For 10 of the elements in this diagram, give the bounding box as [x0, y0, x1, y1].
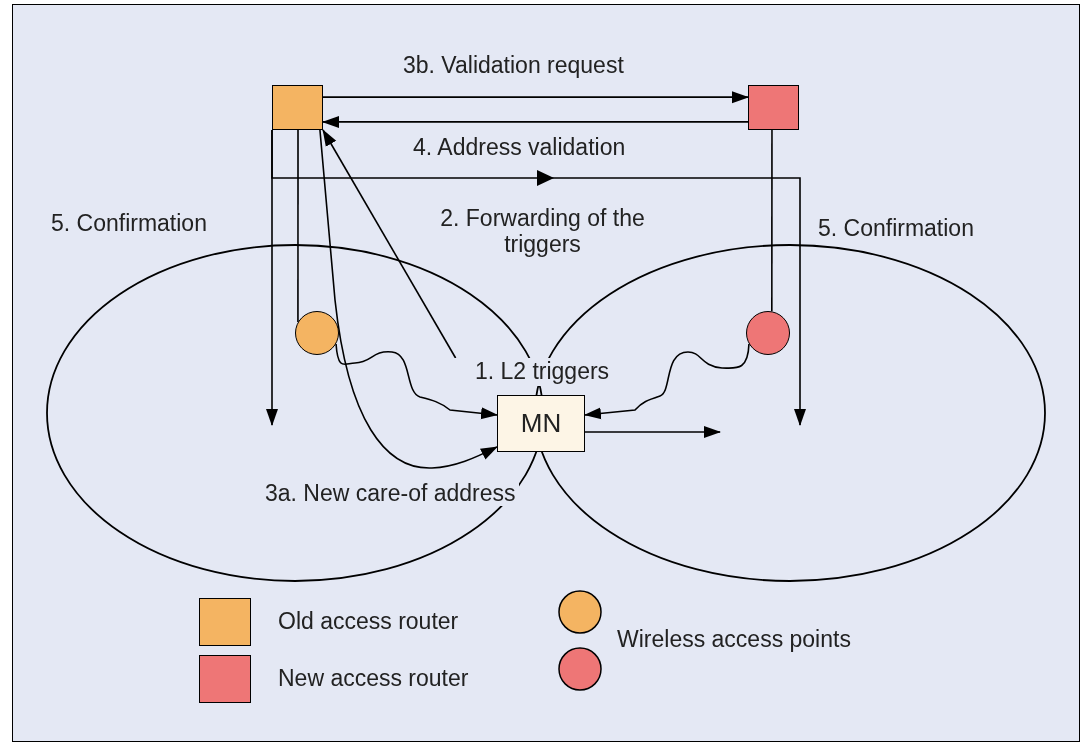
edge-label: 5. Confirmation — [50, 210, 208, 237]
router-square — [272, 85, 323, 130]
mobile-node-box: MN — [497, 395, 585, 452]
edge-label: 3a. New care-of address — [262, 480, 519, 507]
edge-label: 3b. Validation request — [402, 52, 625, 79]
legend-label: Wireless access points — [614, 626, 854, 653]
router-square — [748, 85, 799, 130]
edge-label: 4. Address validation — [412, 134, 627, 161]
edge-label: 2. Forwarding of the triggers — [439, 205, 646, 258]
edge-label: 5. Confirmation — [817, 215, 975, 242]
